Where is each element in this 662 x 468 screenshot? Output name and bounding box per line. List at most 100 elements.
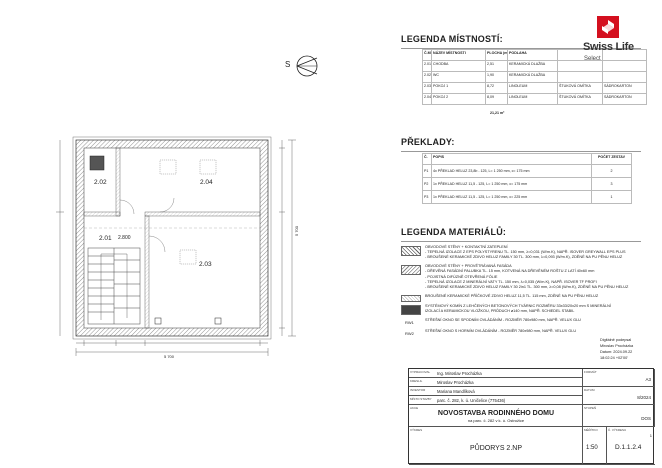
table-cell: 4x PŘEKLAD HELUZ 23,8b - 125, L= 1 250 m… — [432, 165, 592, 178]
material-line: SYSTÉMOVÝ KOMÍN Z LEHČENÝCH BETONOVÝCH T… — [425, 304, 611, 309]
table-cell — [558, 61, 603, 72]
swisslife-logo — [597, 16, 619, 38]
number-cell: Č. VÝKRESU 1 D.1.1.2.4 — [607, 427, 655, 465]
material-line: STŘEŠNÍ OKNO SE SPODNÍM OVLÁDÁNÍM - ROZM… — [425, 318, 581, 322]
table-cell: ŠTUKOVÁ OMÍTKA — [558, 83, 603, 94]
materials-list: OBVODOVÉ STĚNY + KONTAKTNÍ ZATEPLENÍ- TE… — [401, 245, 651, 350]
material-line: OBVODOVÉ STĚNY + KONTAKTNÍ ZATEPLENÍ — [425, 245, 508, 249]
table-header-cell: Č.MÍS. — [422, 49, 432, 61]
rooms-total: 21,21 m² — [490, 111, 505, 115]
room-label: 2.04 — [200, 179, 213, 186]
table-cell: ŠTUKOVÁ OMÍTKA — [558, 94, 603, 105]
drawing-cell: VÝKRES PŮDORYS 2.NP — [409, 427, 583, 465]
table-cell: 2.02 — [422, 72, 432, 83]
partition-wall — [144, 211, 261, 217]
table-cell: KERAMICKÁ DLAŽBA — [508, 72, 558, 83]
door-tag: 2.800 — [118, 235, 131, 241]
project-title: NOVOSTAVBA RODINNÉHO DOMU — [437, 410, 555, 417]
signature-line: 18:02:24 +02'00' — [600, 356, 628, 360]
table-header-cell: POČET ZESTAV — [592, 153, 632, 165]
dimension-label: 5 700 — [294, 225, 299, 236]
material-swatch-icon — [401, 265, 421, 276]
north-label: S — [285, 60, 291, 69]
material-line: OBVODOVÉ STĚNY + PROVĚTRÁVANÁ FASÁDA — [425, 264, 512, 269]
table-cell: SÁDROKARTON — [603, 83, 647, 94]
material-swatch-icon: RW2 — [401, 330, 421, 337]
table-cell: 2 — [592, 165, 632, 178]
drawing-title: PŮDORYS 2.NP — [470, 445, 522, 452]
signature-line: Datum: 2024.09.22 — [600, 350, 633, 354]
staircase-icon — [87, 247, 141, 325]
material-line: - BROUŠENÉ KERAMICKÉ ZDIVO HELUZ FAMILY … — [425, 284, 629, 289]
divider — [401, 48, 641, 49]
signature-line: Miroslav Procházka — [600, 344, 634, 348]
table-cell: 1x PŘEKLAD HELUZ 11,5 - 125, L= 1 250 mm… — [432, 178, 592, 191]
material-line: - DŘEVĚNÁ FASÁDNÍ PALUBKA TL. 15 mm, KOT… — [425, 269, 595, 274]
table-cell: 8,09 — [486, 94, 508, 105]
table-header-cell — [603, 49, 647, 61]
partition-wall — [115, 147, 121, 217]
room-label: 2.02 — [94, 179, 107, 186]
material-line: IZOLACÍ A KERAMICKOU VLOŽKOU, PRŮDUCH ø1… — [425, 309, 575, 314]
table-cell — [603, 61, 647, 72]
table-cell: 2,51 — [486, 61, 508, 72]
material-line: BROUŠENÉ KERAMICKÉ PŘÍČKOVÉ ZDIVO HELUZ … — [425, 293, 599, 298]
room-label: 2.01 — [99, 235, 112, 242]
table-cell: 2.03 — [422, 83, 432, 94]
table-cell: POKOJ 1 — [432, 83, 486, 94]
material-line: - TEPELNÁ IZOLACE Z EPS POLYSTYRENU TL. … — [425, 250, 626, 255]
material-swatch-icon — [401, 246, 421, 256]
drawing-number: D.1.1.2.4 — [615, 444, 642, 451]
material-line: - TEPELNÁ IZOLACE Z MINERÁLNÍ VATY TL. 1… — [425, 279, 597, 284]
table-cell: 3 — [592, 178, 632, 191]
table-cell — [558, 72, 603, 83]
table-header-cell: PLOCHA (m²) — [486, 49, 508, 61]
dimension-label: 5 700 — [164, 354, 175, 359]
table-cell: 2.01 — [422, 61, 432, 72]
table-cell: 1,90 — [486, 72, 508, 83]
table-header-cell — [558, 49, 603, 61]
table-header-cell: POPIS — [432, 153, 592, 165]
roof-window-icon — [159, 159, 177, 175]
table-cell: 1 — [592, 191, 632, 204]
table-header-cell: PODLAHA — [508, 49, 558, 61]
material-swatch-icon: RW1 — [401, 319, 421, 326]
digital-signature: Digitálně podepsal Miroslav Procházka Da… — [600, 338, 652, 369]
material-line: - POJISTNÁ DIFÚZNĚ OTEVŘENÁ FÓLIE — [425, 274, 498, 279]
floor-plan — [56, 55, 318, 356]
table-header-cell: NÁZEV MÍSTNOSTI — [432, 49, 486, 61]
table-cell: KERAMICKÁ DLAŽBA — [508, 61, 558, 72]
table-cell: 1x PŘEKLAD HELUZ 11,5 - 125, L= 1 250 mm… — [432, 191, 592, 204]
table-cell: P1 — [422, 165, 432, 178]
material-line: - BROUŠENÉ KERAMICKÉ ZDIVO HELUZ FAMILY … — [425, 255, 623, 260]
logo-subtext: Select — [584, 56, 601, 62]
material-line: STŘEŠNÍ OKNO S HORNÍM OVLÁDÁNÍM - ROZMĚR… — [425, 328, 577, 333]
table-cell: WC — [432, 72, 486, 83]
room-label: 2.03 — [199, 261, 212, 268]
table-cell: P3 — [422, 191, 432, 204]
logo-text: Swiss Life — [583, 41, 634, 53]
window-code: RW2 — [405, 330, 414, 336]
material-swatch-icon — [401, 305, 421, 316]
rooms-legend-title: LEGENDA MÍSTNOSTÍ: — [401, 34, 503, 44]
signature-line: Digitálně podepsal — [600, 338, 632, 342]
lintels-title: PŘEKLADY: — [401, 137, 455, 147]
table-cell: POKOJ 2 — [432, 94, 486, 105]
chimney-icon — [89, 155, 105, 171]
table-cell: 8,72 — [486, 83, 508, 94]
table-cell: 2.04 — [422, 94, 432, 105]
table-cell: SÁDROKARTON — [603, 94, 647, 105]
table-cell: CHODBA — [432, 61, 486, 72]
copies-count: 1 — [649, 433, 652, 438]
table-cell — [603, 72, 647, 83]
